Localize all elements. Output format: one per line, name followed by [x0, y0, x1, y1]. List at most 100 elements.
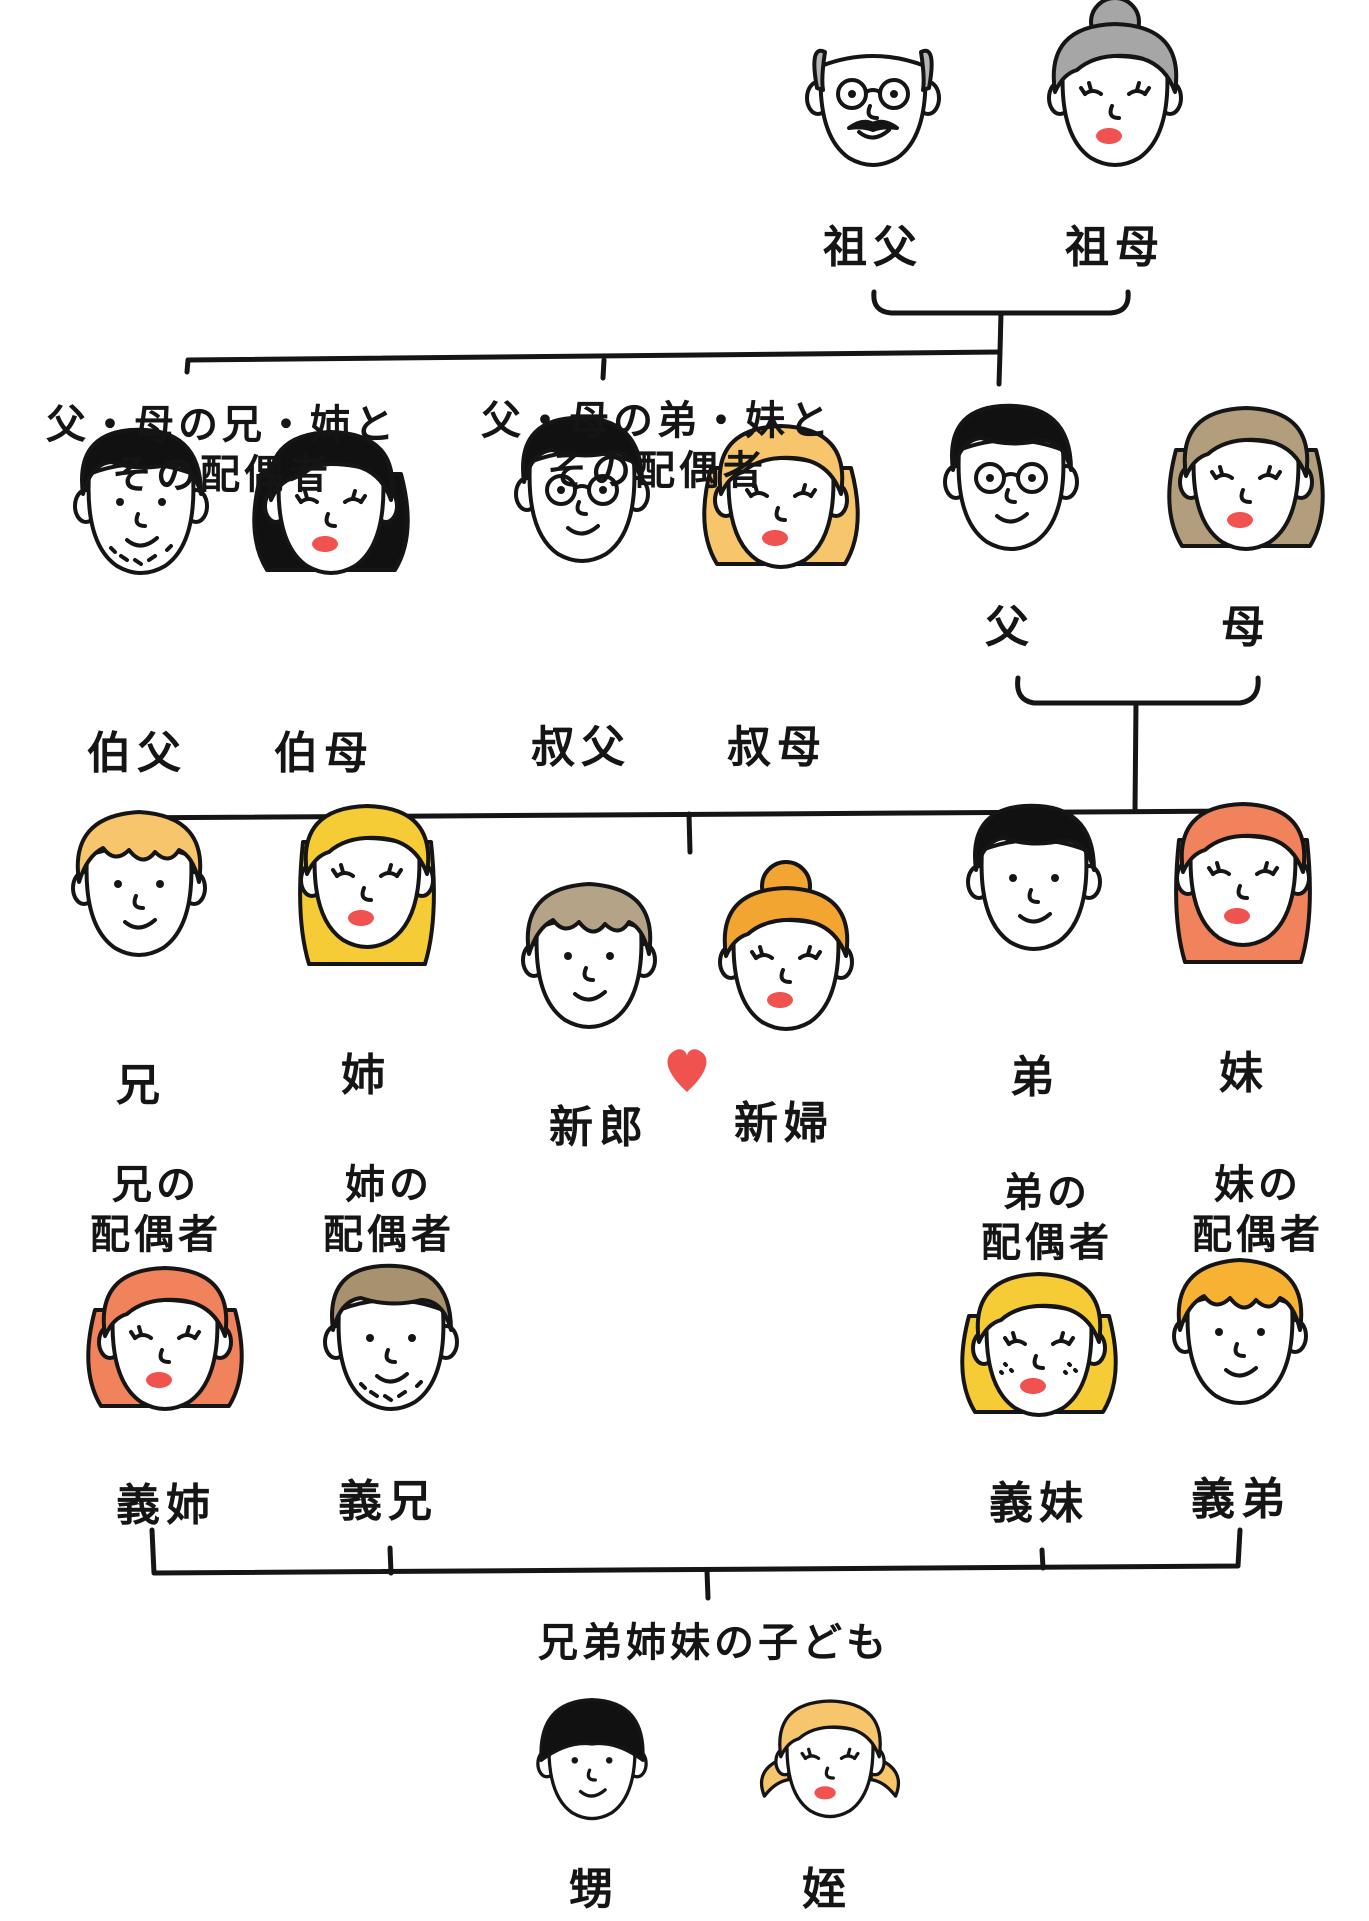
elder-sister-nose	[360, 886, 373, 902]
younger-sister-hair-top	[1179, 802, 1307, 874]
elder-sister-lashes	[331, 863, 403, 878]
younger-brother-nose	[1027, 888, 1040, 904]
caption-parents-younger-siblings-line-2: その配偶者	[547, 448, 767, 494]
younger-brother-eye-left	[1009, 874, 1017, 882]
bride-portrait	[718, 860, 854, 1031]
label-uncle-younger: 叔父	[531, 722, 631, 773]
label-elder-brother: 兄	[116, 1060, 166, 1111]
caption-parents-elder-siblings-line-2: その配偶者	[112, 452, 332, 498]
grandfather-glasses-bridge	[864, 88, 882, 94]
uncle-elder-portrait	[73, 427, 209, 575]
sister-in-law-elder-nose	[158, 1348, 171, 1364]
sister-in-law-younger-face	[984, 1304, 1094, 1417]
father-glasses-bridge	[1002, 472, 1020, 478]
aunt-elder-lips	[312, 536, 338, 552]
caption-younger-sister-spouse-line-1: 妹の	[1214, 1162, 1302, 1208]
uncle-elder-eye-right	[158, 498, 166, 506]
elder-sister-hair-top	[303, 804, 431, 876]
bride-lips	[767, 992, 793, 1008]
groom-mouth	[573, 990, 607, 1002]
label-aunt-elder: 伯母	[274, 728, 374, 779]
caption-parents-younger-siblings: 父・母の弟・妹と その配偶者	[481, 396, 833, 496]
mother-nose	[1239, 488, 1252, 504]
younger-brother-mouth	[1018, 912, 1052, 924]
aunt-elder-nose	[324, 512, 337, 528]
caption-parents-elder-siblings-line-1: 父・母の兄・姉と	[46, 402, 398, 448]
label-aunt-younger: 叔母	[727, 722, 827, 773]
label-sister-in-law-younger: 義妹	[989, 1478, 1089, 1529]
younger-sister-lips	[1224, 908, 1250, 924]
sister-in-law-elder-hair-top	[101, 1266, 229, 1338]
niece-hair-top	[778, 1699, 882, 1759]
aunt-elder-hair-top	[267, 430, 395, 502]
nephew-hair-top	[539, 1698, 645, 1762]
father-nose	[1004, 488, 1017, 504]
sister-in-law-elder-lashes	[129, 1325, 201, 1340]
uncle-elder-hair-top	[80, 427, 203, 496]
grandmother-face	[1060, 54, 1170, 167]
sister-in-law-younger-lashes	[1003, 1331, 1075, 1346]
grandfather-hair-top	[812, 48, 934, 92]
elder-brother-eye-left	[114, 880, 122, 888]
brother-in-law-elder-portrait	[323, 1263, 459, 1411]
caption-younger-brother-spouse-line-2: 配偶者	[981, 1220, 1113, 1266]
sister-in-law-younger-lips	[1020, 1378, 1046, 1394]
elder-brother-hair-top	[75, 810, 203, 884]
caption-elder-sister-spouse-line-2: 配偶者	[323, 1212, 455, 1258]
sister-in-law-elder-face	[110, 1298, 220, 1411]
nephew-eye-right	[605, 1757, 613, 1764]
niece-lashes	[800, 1747, 860, 1760]
niece-lips	[814, 1786, 836, 1800]
uncle-younger-portrait	[514, 415, 650, 563]
label-brother-in-law-younger: 義弟	[1191, 1474, 1291, 1525]
brother-in-law-younger-portrait	[1172, 1258, 1308, 1405]
caption-younger-sister-spouse-line-2: 配偶者	[1192, 1212, 1324, 1258]
aunt-younger-nose	[774, 506, 787, 522]
younger-sister-lashes	[1207, 861, 1279, 876]
uncle-elder-mouth	[125, 536, 159, 548]
bride-nose	[779, 968, 792, 984]
elder-sister-face	[312, 836, 422, 949]
elder-sister-lips	[348, 910, 374, 926]
brother-in-law-elder-eye-left	[366, 1334, 374, 1342]
caption-younger-brother-spouse-line-1: 弟の	[1003, 1170, 1091, 1216]
brother-in-law-younger-eye-left	[1215, 1328, 1223, 1336]
elder-brother-portrait	[71, 810, 207, 957]
caption-elder-brother-spouse-line-1: 兄の	[112, 1162, 200, 1208]
grandfather-eye-right	[890, 90, 898, 98]
label-mother: 母	[1221, 602, 1271, 653]
grandfather-face	[818, 54, 928, 167]
label-elder-sister: 姉	[341, 1050, 391, 1101]
grandmother-lips	[1096, 128, 1122, 144]
label-groom: 新郎	[549, 1102, 649, 1153]
uncle-younger-eye-right	[599, 486, 607, 494]
label-grandfather: 祖父	[823, 222, 923, 273]
nephew-portrait	[536, 1698, 648, 1821]
mother-hair-top	[1182, 406, 1310, 478]
father-face	[956, 438, 1066, 551]
caption-elder-brother-spouse-line-2: 配偶者	[90, 1212, 222, 1258]
uncle-elder-nose	[134, 512, 147, 528]
brother-in-law-elder-stubble	[359, 1380, 423, 1402]
grandfather-nose	[866, 104, 879, 120]
label-father: 父	[985, 602, 1035, 653]
sister-in-law-younger-nose	[1032, 1354, 1045, 1370]
groom-eye-right	[606, 952, 614, 960]
groom-nose	[582, 966, 595, 982]
groom-eye-left	[564, 952, 572, 960]
mother-portrait	[1167, 406, 1325, 551]
elder-brother-mouth	[123, 918, 157, 930]
label-niece: 姪	[802, 1864, 852, 1915]
uncle-younger-mouth	[566, 524, 600, 536]
younger-sister-portrait	[1174, 802, 1312, 964]
brother-in-law-elder-mouth	[375, 1372, 409, 1384]
grandfather-portrait	[805, 48, 941, 167]
mother-lips	[1227, 512, 1253, 528]
label-uncle-elder: 伯父	[87, 728, 187, 779]
sister-in-law-younger-hair-top	[975, 1272, 1103, 1344]
brother-in-law-younger-nose	[1233, 1342, 1246, 1358]
nephew-nose	[586, 1768, 597, 1782]
brother-in-law-elder-nose	[384, 1348, 397, 1364]
caption-elder-brother-spouse: 兄の 配偶者	[90, 1160, 222, 1260]
niece-nose	[824, 1766, 835, 1780]
